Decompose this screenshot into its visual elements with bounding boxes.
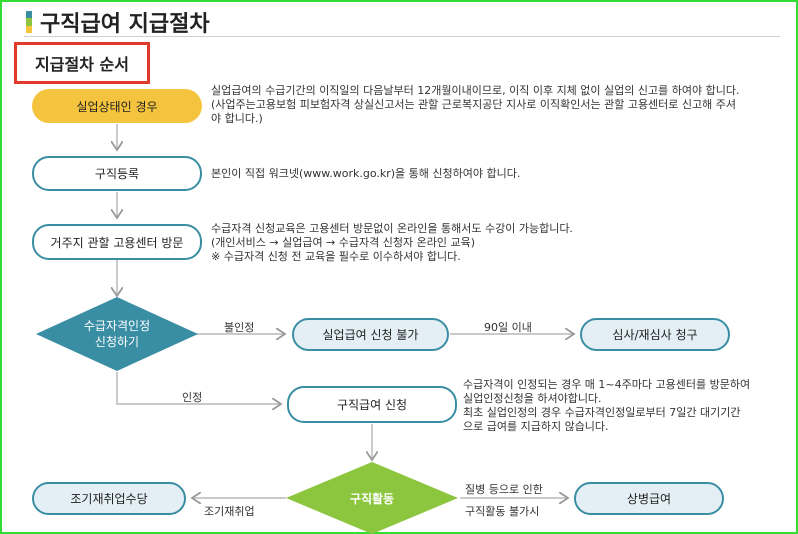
job-search-label: 구직활동 [350,491,394,506]
page-title: 구직급여 지급절차 [40,12,210,37]
qualify-label-line1: 수급자격인정 [84,319,150,333]
node-visit: 거주지 관할 고용센터 방문 [32,224,202,260]
edge-label-recognized: 인정 [182,391,203,404]
node-early-reemploy: 조기재취업수당 [32,482,186,515]
node-not-eligible: 실업급여 신청 불가 [292,318,449,351]
desc-unemployed: 실업급여의 수급기간의 이직일의 다음날부터 12개월이내이므로, 이직 이후 … [211,84,740,125]
node-apply: 구직급여 신청 [287,386,457,423]
arrow-qualify-apply [116,372,281,404]
job-search-diamond [286,462,458,534]
qualify-label-line2: 신청하기 [95,335,139,349]
page-header: 구직급여 지급절차 [26,6,210,38]
edge-label-not-recognized: 불인정 [224,321,255,334]
title-marker-icon [26,11,32,33]
desc-register: 본인이 직접 워크넷(www.work.go.kr)을 통해 신청하여야 합니다… [211,167,521,180]
desc-apply: 수급자격이 인정되는 경우 매 1~4주마다 고용센터를 방문하여 실업인정신청… [463,378,751,433]
node-review: 심사/재심사 청구 [580,318,730,351]
section-title: 지급절차 순서 [14,42,150,84]
edge-label-illness-2: 구직활동 불가시 [465,505,540,518]
node-unemployed: 실업상태인 경우 [32,89,202,123]
edge-label-illness-1: 질병 등으로 인한 [465,483,543,496]
desc-visit: 수급자격 신청교육은 고용센터 방문없이 온라인을 통해서도 수강이 가능합니다… [211,222,573,263]
edge-label-within-90: 90일 이내 [484,321,532,334]
edge-label-reemploy: 조기재취업 [204,505,255,518]
qualify-diamond [36,297,198,371]
title-divider [24,36,780,37]
node-sickness: 상병급여 [574,482,724,515]
node-register: 구직등록 [32,156,202,191]
